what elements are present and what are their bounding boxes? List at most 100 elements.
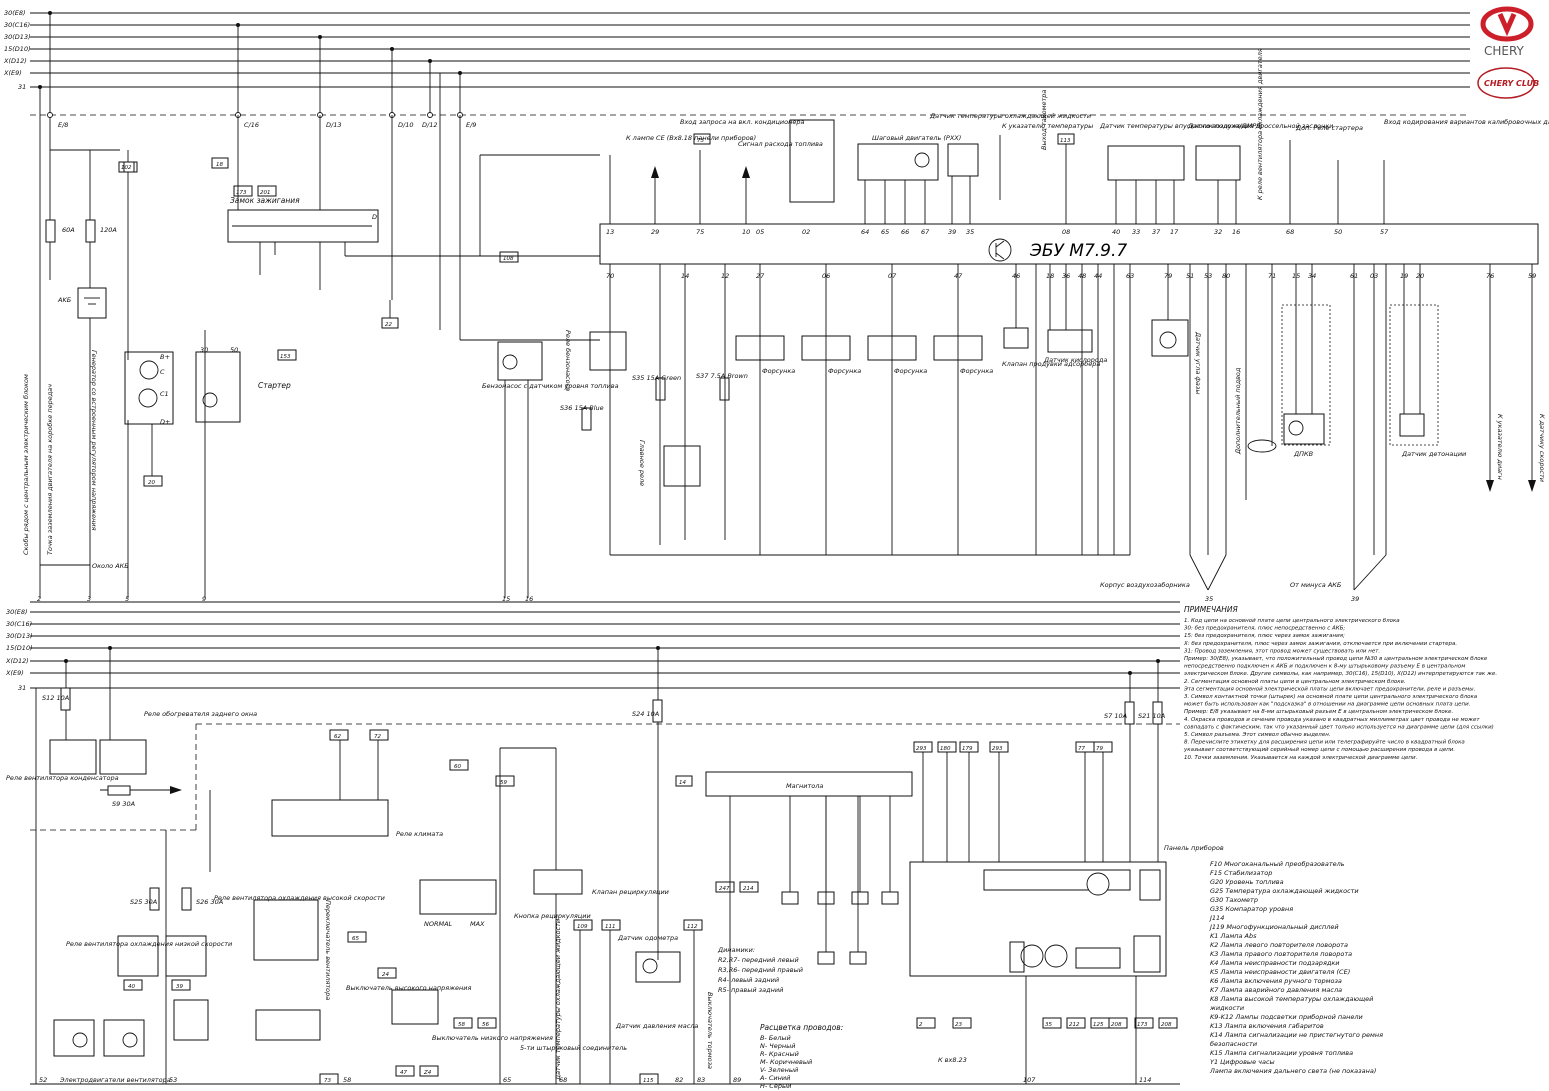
ground-number: 114 [1139, 1076, 1151, 1084]
coolant-temp-label: Датчик температуры охлаждающей жидкости [929, 112, 1091, 120]
ref-label: 22 [385, 322, 392, 328]
connector-label: E/9 [466, 121, 476, 129]
temp-gauge-label: К указателю температуры [1002, 122, 1093, 130]
recirc-button-label: Кнопка рециркуляции [514, 912, 591, 920]
panel-legend-line: K14 Лампа сигнализации не пристегнутого … [1210, 1031, 1383, 1039]
canister-valve-label: Клапан продувки адсорбера [1002, 360, 1100, 368]
battery-icon [77, 287, 107, 319]
ref-label: 153 [280, 354, 291, 360]
ref-label: 18 [216, 162, 223, 168]
svg-text:30: 30 [200, 346, 208, 354]
svg-text:B+: B+ [160, 353, 170, 361]
speakers-legend-line: R4- левый задний [718, 976, 779, 984]
ecu-pin-label: 02 [802, 228, 810, 236]
notes-block: ПРИМЕЧАНИЯ 1. Код цепи на основной плате… [1183, 605, 1497, 761]
ignition-switch-icon [227, 209, 379, 243]
battery-minus-label: От минуса АКБ [1290, 581, 1342, 589]
notes-line: указывает соответствующий серийный номер… [1183, 747, 1455, 753]
panel-legend-line: K1 Лампа Abs [1210, 932, 1257, 940]
panel-legend-line: K5 Лампа неисправности двигателя (CE) [1210, 968, 1350, 976]
panel-legend-line: G30 Тахометр [1210, 896, 1258, 904]
ref-label: 293 [992, 746, 1003, 752]
ref-box [1108, 1017, 1128, 1029]
tacho-out-label: Выход тахометра [1040, 90, 1048, 150]
fuse-label: S25 30A [130, 898, 157, 906]
notes-line: Пример: E/8 указывает на 8-ми штырьковый… [1184, 709, 1453, 715]
panel-legend-line: K4 Лампа неисправности подзарядки [1210, 959, 1340, 967]
ecu-pin-label: 40 [1112, 228, 1120, 236]
club-name: CHERY CLUB [1484, 79, 1539, 88]
idle-stepper-label: Шаговый двигатель (РХХ) [872, 134, 961, 142]
ref-label: 208 [1111, 1022, 1122, 1028]
svg-text:AKБ: AKБ [57, 296, 72, 304]
ref-label: 56 [482, 1022, 489, 1028]
ecu-pin-label: 57 [1380, 228, 1389, 236]
notes-line: Эта сегментация основной электрической п… [1183, 686, 1476, 692]
ref-label: 212 [1069, 1022, 1080, 1028]
ecu-pin-label: 05 [756, 228, 764, 236]
fuel-pump-relay-label: Реле бензонасоса [564, 330, 572, 391]
injector-label: Форсунка [894, 367, 927, 375]
wire-color-item: N- Черный [760, 1042, 795, 1050]
notes-line: совпадать с фактическим, так что указанн… [1184, 724, 1494, 730]
panel-legend-line: J114 [1208, 914, 1224, 922]
recirc-valve-icon [533, 869, 583, 895]
top-bus-lines: 30(E8) 30(C16) 30(D13) 15(D10) X(D12) X(… [3, 9, 1470, 116]
ac-control-icon [419, 879, 497, 915]
panel-legend-line: K15 Лампа сигнализации уровня топлива [1210, 1049, 1353, 1057]
ecu-pin-label: 35 [966, 228, 974, 236]
chery-logo: CHERY CHERY CLUB [1477, 6, 1539, 99]
normal-label: NORMAL [424, 920, 453, 928]
injector-label: Форсунка [960, 367, 993, 375]
fan-motor-icon [103, 1019, 145, 1057]
bus-label: 31 [18, 83, 26, 91]
ground-number: 107 [1023, 1076, 1036, 1084]
fuel-pump-relay-icon [589, 331, 627, 371]
ecu-pin-label: 65 [881, 228, 889, 236]
ecu-pin-label: 75 [696, 228, 704, 236]
speakers-group [781, 796, 899, 965]
ground-number: 15 [502, 595, 510, 603]
fuse-label: S26 30A [196, 898, 223, 906]
high-pressure-switch-label: Выключатель высокого напряжения [346, 984, 472, 992]
ref-label: 201 [260, 190, 271, 196]
speaker-icon [781, 891, 799, 905]
oil-pressure-label: Датчик давления масла [615, 1022, 698, 1030]
wire-color-item: H- Серый [760, 1082, 791, 1090]
ground-number: 39 [1351, 595, 1359, 603]
notes-line: может быть использован как "подсказка" в… [1184, 702, 1471, 708]
relay-j68-icon [173, 999, 209, 1041]
notes-line: электрическом блоке. Другие символы, как… [1184, 671, 1497, 677]
fuse-label: S12 10A [42, 694, 69, 702]
throttle-sensor-label: Датчик положения дроссельной заслонки [1187, 122, 1333, 130]
wire-color-item: M- Коричневый [760, 1058, 812, 1066]
notes-line: непосредственно подключен к АКБ и подклю… [1184, 664, 1465, 670]
ref-label: 47 [400, 1070, 407, 1076]
odometer-sensor-icon [635, 951, 681, 983]
ecu-pin-label: 33 [1132, 228, 1140, 236]
fuel-signal-label: Сигнал расхода топлива [738, 140, 823, 148]
svg-text:C: C [160, 368, 165, 376]
ecu-pin-label: 47 [954, 272, 963, 280]
ecu-pin-label: 68 [1286, 228, 1294, 236]
wire-color-item: B- Белый [760, 1034, 791, 1042]
notes-line: 3. Символ контактной точки (штырек) на о… [1184, 694, 1478, 700]
bus-label: X(D12) [5, 657, 29, 665]
display-j119-icon [983, 869, 1131, 891]
ecu-pin-label: 13 [606, 228, 614, 236]
panel-legend-line: K9-K12 Лампы подсветки приборной панели [1210, 1013, 1363, 1021]
fan-relay-out-label: К реле вентилятора охлаждения двигателя [1256, 48, 1264, 200]
panel-legend-line: G25 Температура охлаждающей жидкости [1210, 887, 1359, 895]
bus-label: 30(D13) [6, 632, 33, 640]
ref-label: 40 [128, 984, 135, 990]
odometer-sensor-label: Датчик одометра [617, 934, 678, 942]
ref-label: 23 [955, 1022, 962, 1028]
notes-line: 30: без предохранителя, плюс непосредств… [1184, 626, 1345, 632]
svg-text:D+: D+ [160, 418, 170, 426]
ecu-pin-label: 16 [1232, 228, 1240, 236]
ckp-sensor-label: ДПКВ [1293, 450, 1314, 458]
ecu-pin-label: 67 [921, 228, 930, 236]
